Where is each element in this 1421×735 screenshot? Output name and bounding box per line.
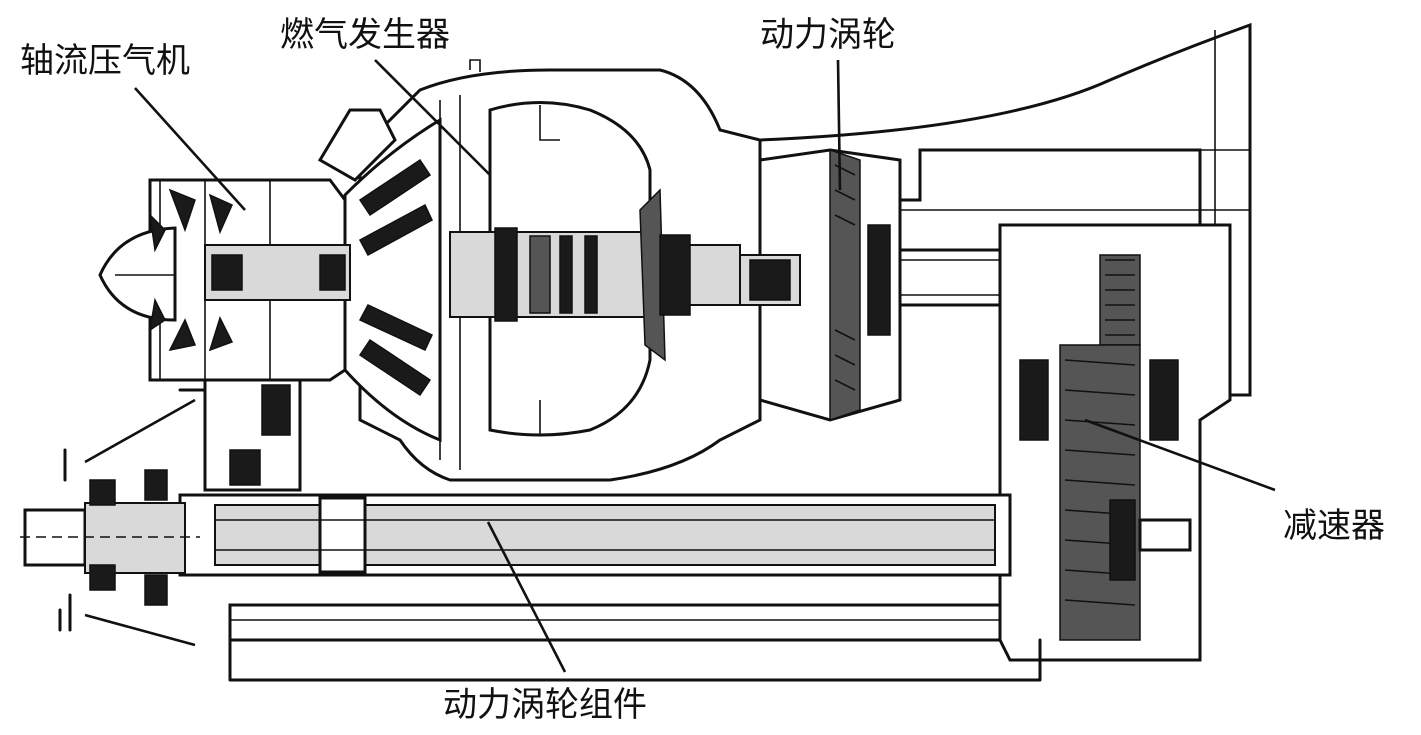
leader-mount-upper — [84, 398, 196, 464]
label-axial-compressor: 轴流压气机 — [20, 41, 190, 81]
reducer-gearbox — [998, 223, 1232, 662]
label-gas-generator: 燃气发生器 — [280, 15, 450, 55]
power-turbine-rotor — [739, 148, 902, 422]
leader-power-turbine-assembly — [486, 521, 567, 673]
label-power-turbine-assembly: 动力涡轮组件 — [443, 685, 647, 725]
leader-mount-lower — [84, 613, 196, 647]
leader-reducer — [1084, 418, 1276, 492]
centrifugal-impeller — [317, 108, 442, 443]
leader-lines — [84, 59, 1276, 673]
leader-gas-generator — [374, 59, 491, 176]
leader-power-turbine — [836, 59, 842, 191]
core-shaft — [204, 188, 741, 362]
label-reducer: 减速器 — [1283, 506, 1385, 546]
label-power-turbine: 动力涡轮 — [760, 15, 896, 55]
leader-axial-compressor — [134, 87, 246, 211]
accessory-drive — [58, 378, 302, 632]
power-turbine-shaft-assembly — [20, 469, 1042, 682]
